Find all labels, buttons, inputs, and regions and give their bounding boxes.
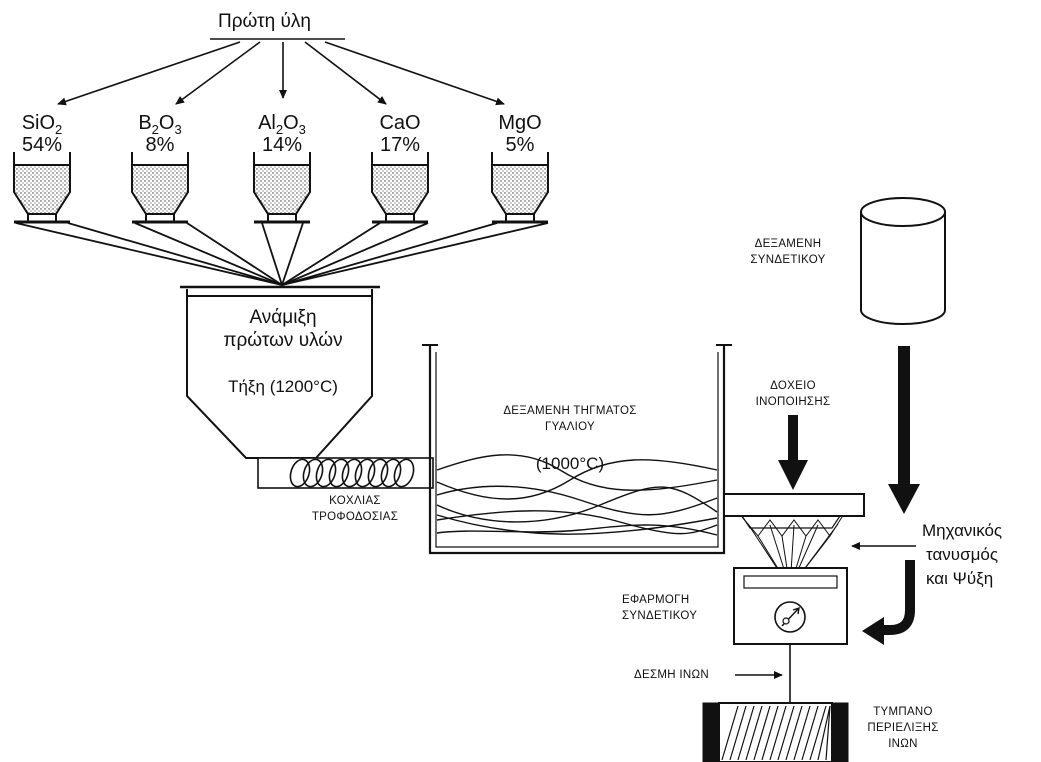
mixer-label-line3: Τήξη (1200°C) bbox=[228, 377, 338, 396]
applicator-label-line1: ΕΦΑΡΜΟΓΗ bbox=[622, 594, 690, 606]
hopper bbox=[13, 152, 71, 224]
screw-feeder bbox=[257, 457, 434, 489]
tension-label-line1: Μηχανικός bbox=[922, 521, 1003, 540]
screw-label-line1: ΚΟΧΛΙΑΣ bbox=[329, 495, 381, 507]
binder-applicator bbox=[733, 567, 848, 645]
melt-tank-label-line2: ΓΥΑΛΙΟΥ bbox=[544, 421, 596, 433]
material-hoppers bbox=[13, 152, 549, 224]
applicator-label-line2: ΣΥΝΔΕΤΙΚΟΥ bbox=[622, 610, 698, 622]
material-percent: 54% bbox=[21, 134, 63, 156]
bushing-arrow bbox=[778, 415, 808, 490]
bushing-label-line1: ΔΟΧΕΙΟ bbox=[770, 380, 816, 392]
material-formula: B2O3 bbox=[138, 112, 182, 137]
material-percent: 5% bbox=[505, 134, 535, 156]
raw-material-arrows bbox=[57, 38, 505, 106]
glass-melt-tank bbox=[422, 344, 732, 555]
bushing-label-line2: ΙΝΟΠΟΙΗΣΗΣ bbox=[755, 396, 831, 408]
material-formula: MgO bbox=[498, 112, 542, 134]
binder-tank-label-line1: ΔΕΞΑΜΕΝΗ bbox=[754, 238, 822, 250]
winding-drum bbox=[702, 702, 849, 762]
drum-label-line2: ΠΕΡΙΕΛΙΞΗΣ bbox=[867, 722, 939, 734]
material-percent: 8% bbox=[145, 134, 175, 156]
binder-tank bbox=[860, 197, 946, 325]
melt-tank-label-line1: ΔΕΞΑΜΕΝΗ ΤΗΓΜΑΤΟΣ bbox=[503, 405, 637, 417]
tension-label-line2: τανυσμός bbox=[926, 545, 999, 564]
feed-lines bbox=[15, 222, 549, 286]
mixer-label-line1: Ανάμιξη bbox=[249, 307, 317, 328]
hopper bbox=[131, 152, 189, 224]
mixer-label-line2: πρώτων υλών bbox=[223, 330, 343, 351]
binder-tank-label-line2: ΣΥΝΔΕΤΙΚΟΥ bbox=[750, 254, 826, 266]
drum-label-line3: ΙΝΩΝ bbox=[888, 738, 918, 750]
hopper bbox=[491, 152, 549, 224]
tension-label-line3: και Ψύξη bbox=[926, 569, 994, 588]
material-formula: Al2O3 bbox=[258, 112, 306, 137]
material-percent: 14% bbox=[261, 134, 303, 156]
bushing bbox=[723, 493, 865, 589]
hopper bbox=[371, 152, 429, 224]
binder-feed-arrow bbox=[862, 560, 915, 645]
binder-supply-arrow bbox=[888, 346, 920, 514]
material-percent: 17% bbox=[379, 134, 421, 156]
material-formula: CaO bbox=[379, 112, 421, 134]
melt-tank-temperature: (1000°C) bbox=[535, 454, 605, 473]
screw-label-line2: ΤΡΟΦΟΔΟΣΙΑΣ bbox=[311, 511, 399, 523]
hopper bbox=[253, 152, 311, 224]
strand-label: ΔΕΣΜΗ ΙΝΩΝ bbox=[634, 669, 709, 681]
material-formula: SiO2 bbox=[21, 112, 63, 137]
drum-label-line1: ΤΥΜΠΑΝΟ bbox=[873, 706, 933, 718]
raw-material-title: Πρώτη ύλη bbox=[218, 11, 311, 32]
